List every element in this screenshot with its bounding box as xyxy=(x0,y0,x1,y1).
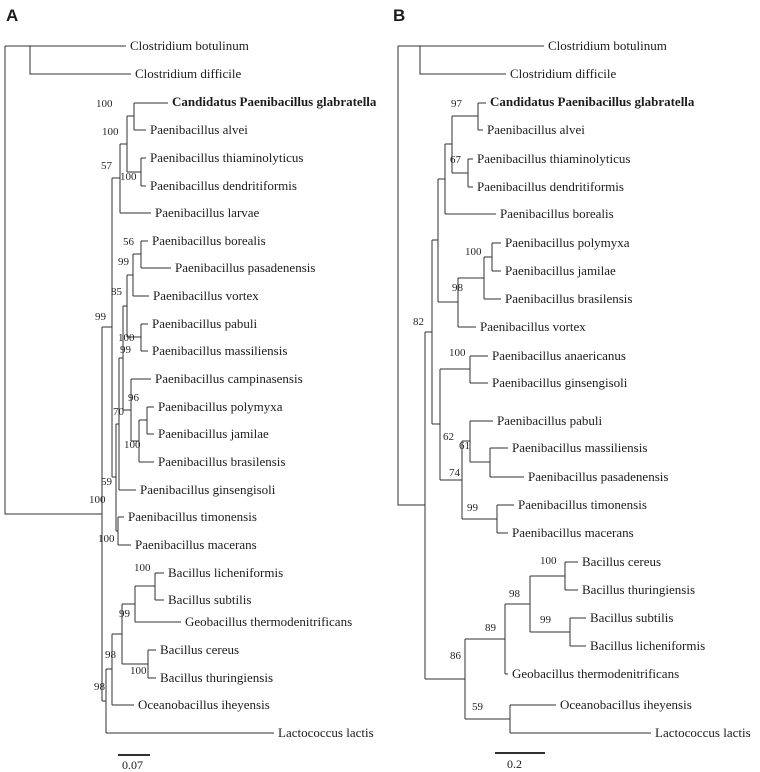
bootstrap-value: 99 xyxy=(120,344,131,356)
taxon-label: Paenibacillus pasadenensis xyxy=(528,469,669,484)
bootstrap-value: 99 xyxy=(118,256,129,268)
taxon-label: Bacillus licheniformis xyxy=(168,565,284,580)
taxon-label-highlight: Candidatus Paenibacillus glabratella xyxy=(490,94,695,109)
taxon-label: Clostridium botulinum xyxy=(130,38,249,53)
taxon-label: Paenibacillus pabuli xyxy=(152,316,258,331)
bootstrap-value: 100 xyxy=(124,439,141,451)
bootstrap-value: 57 xyxy=(101,160,112,172)
bootstrap-value: 100 xyxy=(102,126,119,138)
bootstrap-value: 97 xyxy=(451,98,462,110)
bootstrap-value: 100 xyxy=(96,98,113,110)
taxon-label: Bacillus licheniformis xyxy=(590,638,706,653)
taxon-label: Clostridium botulinum xyxy=(548,38,667,53)
taxon-label: Paenibacillus jamilae xyxy=(158,426,269,441)
taxon-label: Oceanobacillus iheyensis xyxy=(560,697,692,712)
bootstrap-value: 99 xyxy=(119,608,130,620)
taxon-label: Bacillus subtilis xyxy=(168,592,252,607)
bootstrap-value: 89 xyxy=(485,622,496,634)
scale-bar-label-a: 0.07 xyxy=(122,758,143,772)
taxon-label: Paenibacillus massiliensis xyxy=(512,440,648,455)
taxon-label: Paenibacillus thiaminolyticus xyxy=(477,151,631,166)
taxon-label: Paenibacillus timonensis xyxy=(518,497,647,512)
taxon-label: Paenibacillus pabuli xyxy=(497,413,603,428)
bootstrap-value: 86 xyxy=(450,650,461,662)
bootstrap-value: 82 xyxy=(413,316,424,328)
tree-b-branches xyxy=(397,45,651,734)
bootstrap-value: 70 xyxy=(113,406,124,418)
taxon-label: Bacillus cereus xyxy=(582,554,662,569)
bootstrap-value: 67 xyxy=(450,154,461,166)
taxon-label: Paenibacillus ginsengisoli xyxy=(140,482,276,497)
tree-a-branches xyxy=(4,45,274,734)
bootstrap-value: 59 xyxy=(101,476,112,488)
taxon-label: Paenibacillus campinasensis xyxy=(155,371,303,386)
taxon-label: Paenibacillus brasilensis xyxy=(158,454,286,469)
bootstrap-value: 100 xyxy=(130,665,147,677)
bootstrap-value: 85 xyxy=(111,286,122,298)
taxon-label: Clostridium difficile xyxy=(510,66,617,81)
bootstrap-value: 98 xyxy=(509,588,520,600)
taxon-label: Paenibacillus anaericanus xyxy=(492,348,626,363)
taxon-label: Bacillus cereus xyxy=(160,642,240,657)
bootstrap-value: 100 xyxy=(465,246,482,258)
taxon-label: Paenibacillus borealis xyxy=(152,233,266,248)
bootstrap-value: 100 xyxy=(98,533,115,545)
bootstrap-value: 98 xyxy=(452,282,463,294)
taxon-label: Paenibacillus macerans xyxy=(135,537,257,552)
taxon-label: Paenibacillus borealis xyxy=(500,206,614,221)
taxon-label: Paenibacillus macerans xyxy=(512,525,634,540)
taxon-label: Paenibacillus thiaminolyticus xyxy=(150,150,304,165)
bootstrap-value: 100 xyxy=(540,555,557,567)
taxon-label: Geobacillus thermodenitrificans xyxy=(185,614,353,629)
taxon-label: Geobacillus thermodenitrificans xyxy=(512,666,680,681)
taxon-label: Paenibacillus vortex xyxy=(153,288,259,303)
bootstrap-value: 100 xyxy=(118,332,135,344)
taxon-label: Paenibacillus vortex xyxy=(480,319,586,334)
panel-label-a: A xyxy=(6,6,19,25)
bootstrap-value: 99 xyxy=(95,311,106,323)
taxon-label: Lactococcus lactis xyxy=(278,725,374,740)
bootstrap-value: 100 xyxy=(134,562,151,574)
taxon-label: Lactococcus lactis xyxy=(655,725,751,740)
taxon-label: Paenibacillus dendritiformis xyxy=(150,178,297,193)
taxon-label: Paenibacillus brasilensis xyxy=(505,291,633,306)
bootstrap-value: 100 xyxy=(449,347,466,359)
taxon-label: Bacillus subtilis xyxy=(590,610,674,625)
taxon-label: Paenibacillus massiliensis xyxy=(152,343,288,358)
taxon-label: Clostridium difficile xyxy=(135,66,242,81)
bootstrap-value: 99 xyxy=(467,502,478,514)
taxon-label: Bacillus thuringiensis xyxy=(582,582,696,597)
taxon-label: Paenibacillus larvae xyxy=(155,205,260,220)
bootstrap-value: 100 xyxy=(120,171,137,183)
taxon-label: Paenibacillus pasadenensis xyxy=(175,260,316,275)
taxon-label-highlight: Candidatus Paenibacillus glabratella xyxy=(172,94,377,109)
scale-bar-label-b: 0.2 xyxy=(507,757,522,771)
bootstrap-value: 61 xyxy=(459,440,470,452)
bootstrap-value: 96 xyxy=(128,392,139,404)
bootstrap-value: 98 xyxy=(94,681,105,693)
bootstrap-value: 74 xyxy=(449,467,460,479)
bootstrap-value: 59 xyxy=(472,701,483,713)
bootstrap-value: 100 xyxy=(89,494,106,506)
taxon-label: Paenibacillus ginsengisoli xyxy=(492,375,628,390)
taxon-label: Paenibacillus timonensis xyxy=(128,509,257,524)
bootstrap-value: 99 xyxy=(540,614,551,626)
taxon-label: Paenibacillus alvei xyxy=(487,122,585,137)
taxon-label: Paenibacillus dendritiformis xyxy=(477,179,624,194)
bootstrap-value: 98 xyxy=(105,649,116,661)
bootstrap-value: 56 xyxy=(123,236,134,248)
taxon-label: Paenibacillus polymyxa xyxy=(158,399,283,414)
taxon-label: Paenibacillus polymyxa xyxy=(505,235,630,250)
taxon-label: Paenibacillus alvei xyxy=(150,122,248,137)
panel-label-b: B xyxy=(393,6,406,25)
taxon-label: Bacillus thuringiensis xyxy=(160,670,274,685)
taxon-label: Oceanobacillus iheyensis xyxy=(138,697,270,712)
bootstrap-value: 62 xyxy=(443,431,454,443)
taxon-label: Paenibacillus jamilae xyxy=(505,263,616,278)
